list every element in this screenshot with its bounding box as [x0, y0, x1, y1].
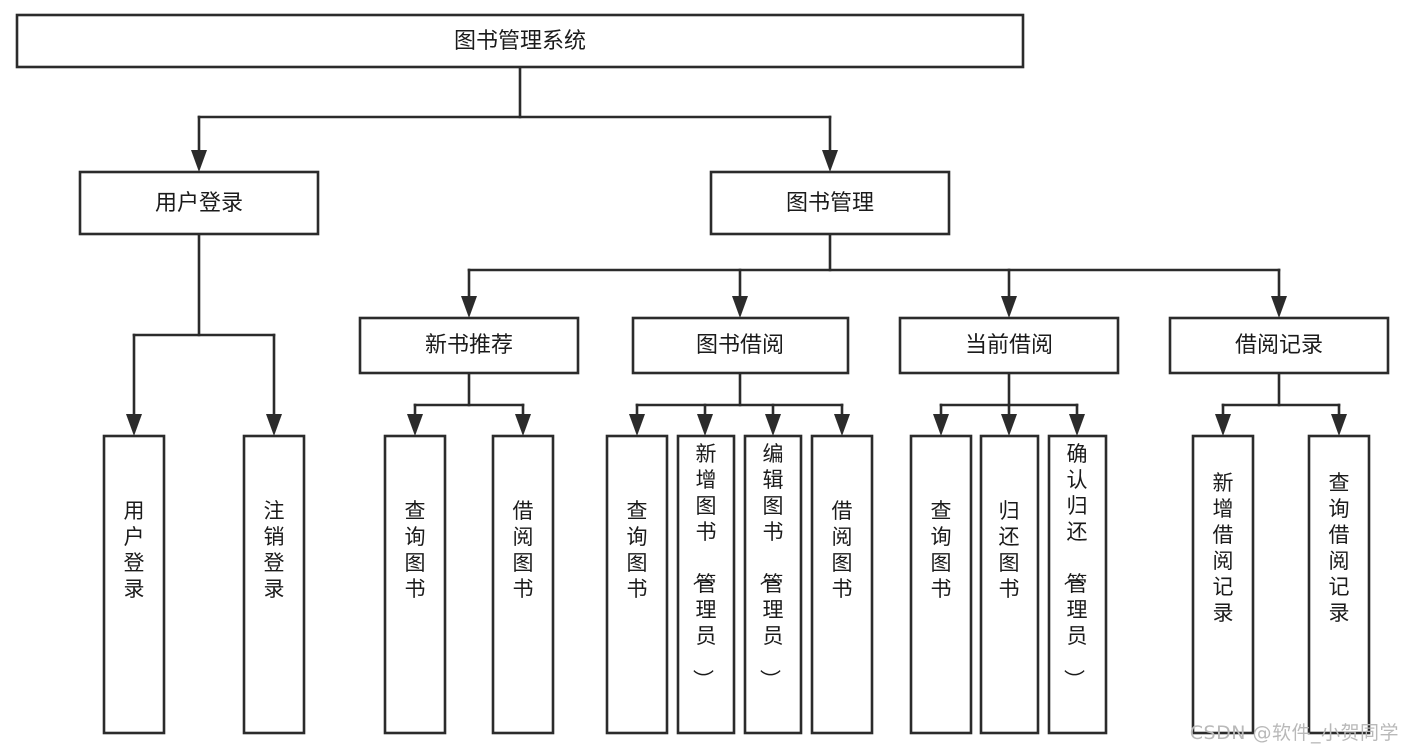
leaf-query-borrow-record-box[interactable]: [1307, 434, 1371, 735]
leaf-add-book-admin-label: 新增图书（管理员）: [691, 442, 717, 690]
arrow-to-record: [1271, 296, 1287, 318]
leaf-logout[interactable]: 注销登录: [242, 434, 306, 735]
arrow-borrow-leaf3: [765, 414, 781, 436]
arrow-record-leaf1: [1215, 414, 1231, 436]
leaf-query-book-borrow-label: 查询图书: [627, 499, 648, 601]
leaf-add-book-admin[interactable]: 新增图书（管理员）: [676, 434, 736, 735]
leaf-return-book-box[interactable]: [979, 434, 1040, 735]
leaf-user-login[interactable]: 用户登录: [102, 434, 166, 735]
node-new-book-recommend-box[interactable]: [358, 316, 580, 375]
arrow-record-leaf2: [1331, 414, 1347, 436]
node-borrow-record-box[interactable]: [1168, 316, 1390, 375]
leaf-query-book-current[interactable]: 查询图书: [909, 434, 973, 735]
arrow-current-leaf2: [1001, 414, 1017, 436]
arrow-to-current: [1001, 296, 1017, 318]
leaf-query-book-newbook-box[interactable]: [383, 434, 447, 735]
leaf-add-borrow-record-label: 新增借阅记录: [1213, 471, 1234, 625]
leaf-add-book-admin-box[interactable]: [676, 434, 736, 735]
node-book-manage-box[interactable]: [709, 170, 951, 236]
node-book-borrow-label: 图书借阅: [696, 333, 784, 358]
arrow-to-leaf-logout: [266, 414, 282, 436]
leaf-add-borrow-record[interactable]: 新增借阅记录: [1191, 434, 1255, 735]
node-user-login[interactable]: 用户登录: [78, 170, 320, 236]
node-root-system[interactable]: 图书管理系统: [15, 13, 1025, 69]
arrow-to-newbook: [461, 296, 477, 318]
leaf-borrow-book-newbook-box[interactable]: [491, 434, 555, 735]
arrow-borrow-leaf2: [697, 414, 713, 436]
arrow-current-leaf3: [1069, 414, 1085, 436]
node-book-manage[interactable]: 图书管理: [709, 170, 951, 236]
leaf-borrow-book-borrow-label: 借阅图书: [832, 499, 853, 601]
node-current-borrow-box[interactable]: [898, 316, 1120, 375]
leaf-query-borrow-record-label: 查询借阅记录: [1329, 471, 1350, 625]
arrow-newbook-leaf2: [515, 414, 531, 436]
leaf-borrow-book-borrow-box[interactable]: [810, 434, 874, 735]
leaf-query-borrow-record[interactable]: 查询借阅记录: [1307, 434, 1371, 735]
leaf-confirm-return-admin-box[interactable]: [1047, 434, 1108, 735]
arrow-to-book-manage: [822, 150, 838, 172]
leaf-query-book-newbook-label: 查询图书: [405, 499, 426, 601]
leaf-edit-book-admin-box[interactable]: [743, 434, 803, 735]
leaf-logout-box[interactable]: [242, 434, 306, 735]
leaf-confirm-return-admin-label: 确认归还（管理员）: [1062, 442, 1088, 690]
arrow-newbook-leaf1: [407, 414, 423, 436]
leaf-confirm-return-admin[interactable]: 确认归还（管理员）: [1047, 434, 1108, 735]
node-user-login-box[interactable]: [78, 170, 320, 236]
arrow-borrow-leaf4: [834, 414, 850, 436]
leaf-query-book-current-label: 查询图书: [931, 499, 952, 601]
leaf-return-book-label: 归还图书: [999, 499, 1020, 601]
connector-layer: [126, 65, 1347, 436]
leaf-query-book-newbook[interactable]: 查询图书: [383, 434, 447, 735]
arrow-borrow-leaf1: [629, 414, 645, 436]
leaf-return-book[interactable]: 归还图书: [979, 434, 1040, 735]
arrow-to-leaf-user-login: [126, 414, 142, 436]
leaf-query-book-current-box[interactable]: [909, 434, 973, 735]
node-book-manage-label: 图书管理: [786, 191, 874, 216]
leaf-query-book-borrow-box[interactable]: [605, 434, 669, 735]
arrow-current-leaf1: [933, 414, 949, 436]
node-root-system-box[interactable]: [15, 13, 1025, 69]
node-new-book-recommend-label: 新书推荐: [425, 333, 513, 358]
leaf-borrow-book-newbook-label: 借阅图书: [513, 499, 534, 601]
node-current-borrow-label: 当前借阅: [965, 333, 1053, 358]
leaf-edit-book-admin-label: 编辑图书（管理员）: [758, 442, 784, 690]
node-user-login-label: 用户登录: [155, 191, 243, 216]
node-current-borrow[interactable]: 当前借阅: [898, 316, 1120, 375]
arrow-to-user-login: [191, 150, 207, 172]
leaf-logout-label: 注销登录: [264, 499, 285, 601]
leaf-add-borrow-record-box[interactable]: [1191, 434, 1255, 735]
node-book-borrow-box[interactable]: [631, 316, 850, 375]
leaf-borrow-book-borrow[interactable]: 借阅图书: [810, 434, 874, 735]
node-root-system-label: 图书管理系统: [454, 29, 586, 54]
arrow-to-borrow: [732, 296, 748, 318]
node-new-book-recommend[interactable]: 新书推荐: [358, 316, 580, 375]
leaf-borrow-book-newbook[interactable]: 借阅图书: [491, 434, 555, 735]
node-borrow-record-label: 借阅记录: [1235, 333, 1323, 358]
node-borrow-record[interactable]: 借阅记录: [1168, 316, 1390, 375]
leaf-user-login-label: 用户登录: [124, 499, 145, 601]
leaf-query-book-borrow[interactable]: 查询图书: [605, 434, 669, 735]
leaf-edit-book-admin[interactable]: 编辑图书（管理员）: [743, 434, 803, 735]
leaf-user-login-box[interactable]: [102, 434, 166, 735]
node-book-borrow[interactable]: 图书借阅: [631, 316, 850, 375]
